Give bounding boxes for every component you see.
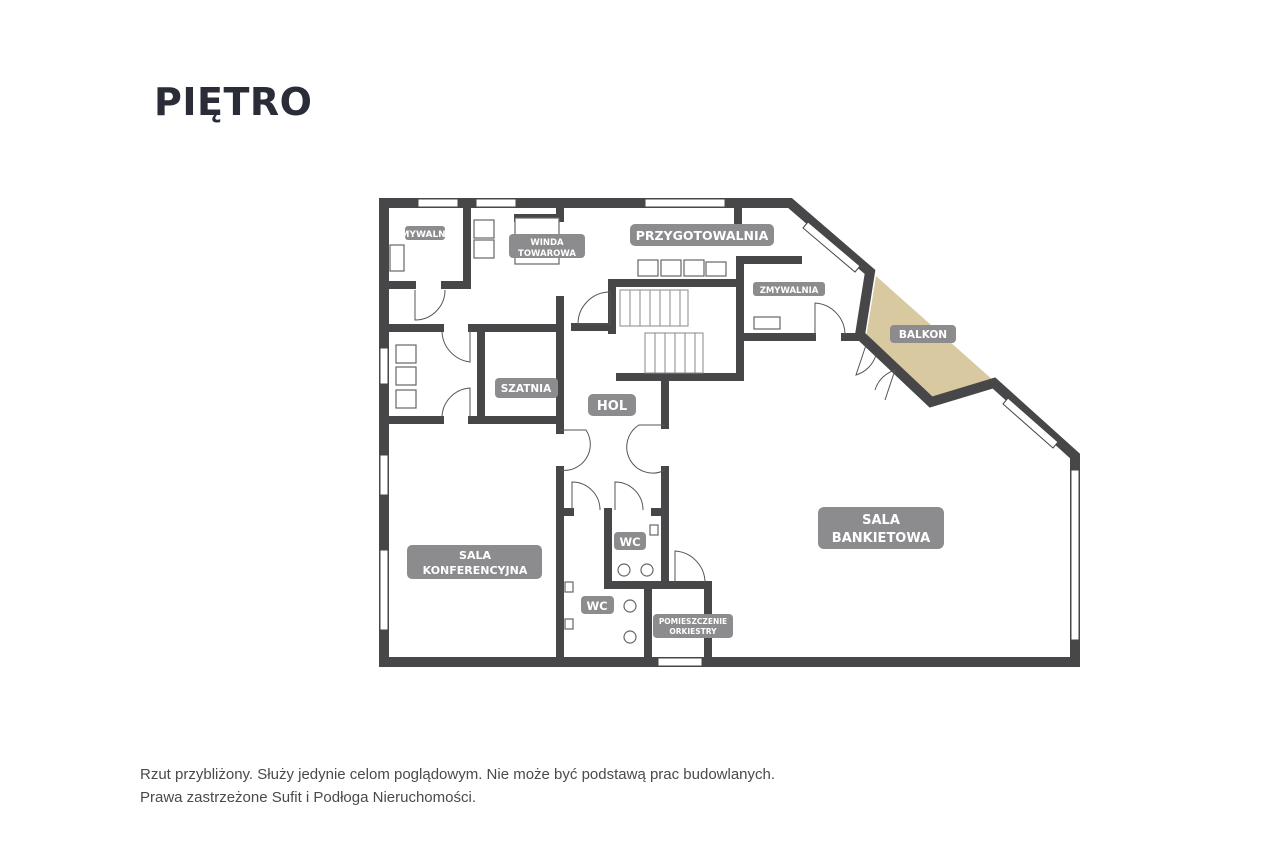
windows [379, 198, 1080, 667]
svg-text:PRZYGOTOWALNIA: PRZYGOTOWALNIA [636, 228, 769, 243]
svg-text:BALKON: BALKON [899, 329, 947, 341]
label-hol: HOL [588, 394, 636, 416]
svg-text:ZMYWALNIA: ZMYWALNIA [394, 230, 456, 240]
svg-text:SZATNIA: SZATNIA [501, 383, 552, 395]
svg-text:POMIESZCZENIE: POMIESZCZENIE [659, 617, 727, 626]
label-przygotowalnia: PRZYGOTOWALNIA [630, 224, 774, 246]
disclaimer-text: Rzut przybliżony. Służy jedynie celom po… [140, 766, 776, 783]
label-winda-towarowa: WINDA TOWAROWA [509, 234, 585, 259]
label-sala-bankietowa: SALA BANKIETOWA [818, 507, 944, 549]
copyright-text: Prawa zastrzeżone Sufit i Podłoga Nieruc… [140, 789, 476, 806]
outer-wall [379, 198, 1080, 667]
svg-text:ORKIESTRY: ORKIESTRY [669, 627, 717, 636]
label-wc-1: WC [614, 532, 646, 550]
svg-text:WC: WC [586, 599, 607, 613]
svg-text:SALA: SALA [862, 513, 900, 528]
svg-text:KONFERENCYJNA: KONFERENCYJNA [423, 564, 528, 577]
page-title: PIĘTRO [154, 80, 313, 124]
svg-text:ZMYWALNIA: ZMYWALNIA [760, 286, 819, 296]
svg-text:WC: WC [619, 535, 640, 549]
label-zmywalnia-2: ZMYWALNIA [753, 282, 825, 296]
interior-walls [380, 199, 864, 666]
svg-text:TOWAROWA: TOWAROWA [518, 249, 576, 259]
label-wc-2: WC [581, 596, 614, 614]
label-sala-konferencyjna: SALA KONFERENCYJNA [407, 545, 542, 579]
doors [414, 289, 896, 584]
label-pomieszczenie-orkiestry: POMIESZCZENIE ORKIESTRY [653, 614, 733, 638]
svg-text:BANKIETOWA: BANKIETOWA [832, 531, 930, 546]
svg-text:HOL: HOL [597, 399, 627, 414]
svg-text:WINDA: WINDA [530, 238, 564, 248]
svg-text:SALA: SALA [459, 549, 491, 562]
label-szatnia: SZATNIA [495, 378, 558, 398]
stairs [619, 289, 704, 374]
label-zmywalnia-1: ZMYWALNIA [394, 226, 456, 240]
label-balkon: BALKON [890, 325, 956, 343]
